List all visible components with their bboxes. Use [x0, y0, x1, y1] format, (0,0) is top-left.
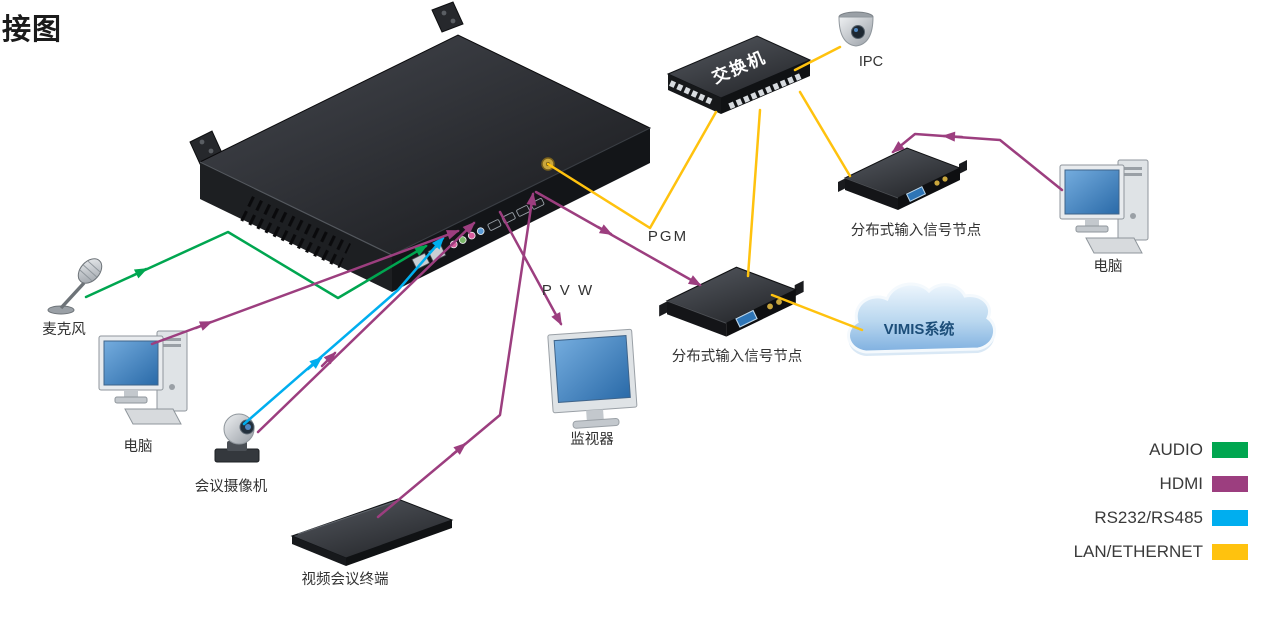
legend-item-hdmi: HDMI: [1074, 474, 1248, 494]
lens-glint: [854, 28, 858, 32]
monitor-base: [572, 418, 620, 429]
rack-ear-top: [431, 1, 464, 33]
cloud-shape: [847, 282, 997, 354]
legend-swatch-rs232: [1212, 510, 1248, 526]
switch-ports: [727, 72, 802, 111]
line-hdmi-switcher-to-monitor-pvw: [498, 210, 563, 326]
line-audio-mic-to-switcher: [84, 230, 428, 300]
desktop-pc: [98, 330, 188, 425]
label-conference-camera: 会议摄像机: [195, 478, 268, 495]
line-lan-node-center-to-cloud: [770, 293, 864, 332]
legend-swatch-lan: [1212, 544, 1248, 560]
screw: [441, 10, 447, 16]
arrowhead-hdmi: [596, 224, 613, 236]
screw: [208, 148, 214, 154]
screw: [450, 18, 456, 24]
legend-item-rs232: RS232/RS485: [1074, 508, 1248, 528]
legend-swatch-audio: [1212, 442, 1248, 458]
legend-label-hdmi: HDMI: [1159, 474, 1203, 493]
legend-item-audio: AUDIO: [1074, 440, 1248, 460]
legend-label-lan: LAN/ETHERNET: [1073, 542, 1203, 561]
switch-ports: [667, 79, 713, 106]
line-hdmi-terminal-to-switcher: [376, 192, 537, 519]
network-switch-device: 交换机: [666, 35, 812, 114]
line-hdmi-switcher-to-node-pgm: [534, 190, 702, 287]
monitor-device: [547, 328, 638, 429]
connections: [84, 45, 1064, 519]
label-ipc: IPC: [859, 54, 883, 70]
label-computer-right: 电脑: [1094, 258, 1123, 275]
label-video-terminal: 视频会议终端: [302, 571, 389, 588]
label-vimis: VIMIS系统: [884, 320, 955, 338]
ipc-camera-device: [838, 11, 874, 47]
arrowhead-hdmi: [320, 351, 337, 368]
label-node-center: 分布式输入信号节点: [672, 348, 803, 365]
terminal-front-face: [292, 536, 346, 566]
vent-grille: [240, 196, 352, 269]
line-hdmi-camera-to-switcher: [256, 221, 476, 434]
arrowhead-hdmi: [942, 131, 964, 142]
monitor-screen: [553, 335, 631, 403]
label-node-right: 分布式输入信号节点: [851, 222, 982, 239]
line-rs232-camera-to-switcher: [242, 236, 445, 426]
audio-jack: [476, 227, 485, 236]
arrowhead-audio: [130, 267, 148, 279]
vimis-cloud: [847, 282, 997, 356]
video-terminal-device: [290, 498, 454, 566]
hdmi-port: [516, 205, 530, 217]
arrowhead-hdmi: [450, 442, 467, 457]
terminal-side-face: [346, 520, 452, 566]
screw: [199, 139, 205, 145]
line-lan-switch-to-node-right: [798, 90, 852, 178]
hdmi-port: [487, 219, 502, 231]
desktop-pc: [1059, 159, 1149, 254]
distributed-node-right-device: [837, 147, 968, 211]
conference-camera-device: [214, 413, 260, 463]
label-pgm: PGM: [648, 228, 688, 245]
legend-label-rs232: RS232/RS485: [1094, 508, 1203, 527]
label-computer-left: 电脑: [124, 438, 153, 455]
lens-glint: [245, 424, 251, 430]
line-lan-switch-to-node-center: [746, 108, 762, 278]
microphone-device: [47, 258, 103, 315]
matrix-switcher-device: [189, 1, 652, 292]
arrowhead-rs232: [306, 356, 323, 371]
arrowhead-hdmi: [194, 320, 213, 331]
page-title: 接图: [2, 14, 63, 46]
label-microphone: 麦克风: [42, 321, 86, 338]
legend: AUDIO HDMI RS232/RS485 LAN/ETHERNET: [1074, 440, 1248, 562]
legend-item-lan: LAN/ETHERNET: [1074, 542, 1248, 562]
label-pvw: P V W: [542, 282, 594, 299]
mic-stem: [59, 281, 86, 310]
line-lan-switcher-to-switch: [546, 110, 718, 230]
label-monitor: 监视器: [570, 431, 614, 448]
computer-right-device: [1059, 159, 1149, 254]
ipc-lens: [851, 25, 865, 39]
mic-head: [77, 258, 103, 284]
monitor-neck: [586, 409, 604, 421]
labels: 麦克风 电脑 会议摄像机 视频会议终端 监视器 IPC 分布式输入信号节点 分布…: [42, 54, 1122, 588]
legend-label-audio: AUDIO: [1149, 440, 1203, 459]
distributed-node-center-device: [658, 266, 805, 338]
computer-left-device: [98, 330, 188, 425]
legend-swatch-hdmi: [1212, 476, 1248, 492]
line-lan-switch-to-ipc: [793, 45, 842, 72]
